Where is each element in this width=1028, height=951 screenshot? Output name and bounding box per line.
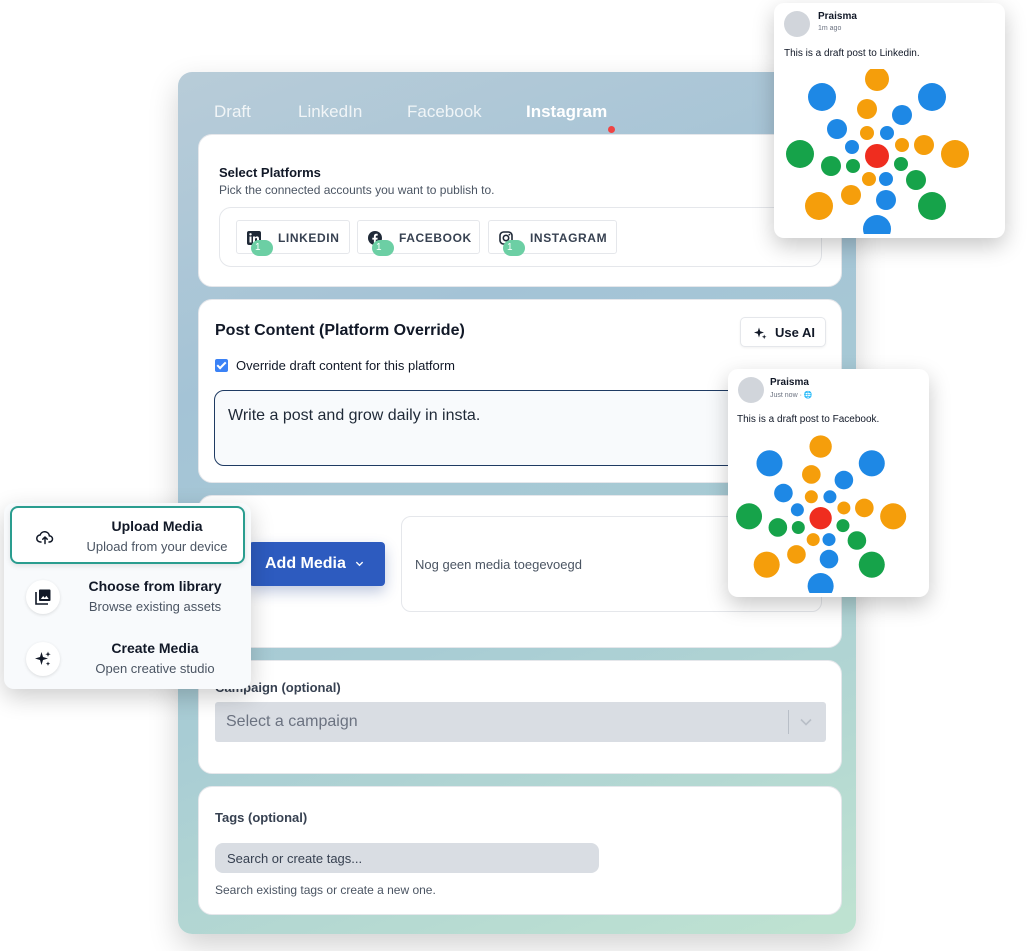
campaign-placeholder: Select a campaign xyxy=(226,713,358,730)
sparkles-icon xyxy=(754,327,767,340)
menu-icon-wrap xyxy=(26,642,60,676)
platform-chip-instagram[interactable]: INSTAGRAM 1 xyxy=(488,220,617,256)
media-empty-text: Nog geen media toegevoegd xyxy=(415,557,582,572)
tab-instagram[interactable]: Instagram xyxy=(526,102,608,121)
tags-help-text: Search existing tags or create a new one… xyxy=(215,883,436,897)
platform-chip-facebook[interactable]: FACEBOOK 1 xyxy=(357,220,480,256)
unsaved-indicator xyxy=(608,126,615,133)
menu-item-title: Upload Media xyxy=(111,518,203,534)
menu-item-title: Choose from library xyxy=(88,578,222,594)
avatar xyxy=(784,11,810,37)
menu-item-subtitle: Upload from your device xyxy=(86,539,228,554)
add-media-label: Add Media xyxy=(265,555,346,572)
preview-text: This is a draft post to Linkedin. xyxy=(784,48,920,59)
preview-timestamp: 1m ago xyxy=(818,25,842,32)
linkedin-preview-card: Praisma 1m ago This is a draft post to L… xyxy=(774,3,1005,238)
chevron-down-icon xyxy=(800,718,812,726)
platform-picker: LINKEDIN 1 FACEBOOK 1 INSTAGRAM 1 xyxy=(219,207,822,267)
platform-chip-label: FACEBOOK xyxy=(399,231,472,245)
account-count-badge: 1 xyxy=(251,240,273,256)
tab-facebook[interactable]: Facebook xyxy=(407,102,482,121)
image-library-icon xyxy=(35,589,51,605)
platform-chip-label: INSTAGRAM xyxy=(530,231,608,245)
platform-tabs: Draft LinkedIn Facebook Instagram xyxy=(178,102,856,133)
section-title: Post Content (Platform Override) xyxy=(215,322,465,339)
menu-item-upload-media[interactable]: Upload Media Upload from your device xyxy=(10,506,245,564)
use-ai-label: Use AI xyxy=(775,325,815,340)
tags-card: Tags (optional) Search or create tags...… xyxy=(198,786,842,915)
use-ai-button[interactable]: Use AI xyxy=(740,317,826,347)
platform-chip-label: LINKEDIN xyxy=(278,231,340,245)
preview-artwork xyxy=(736,435,907,593)
tags-placeholder: Search or create tags... xyxy=(227,851,363,866)
menu-icon-wrap xyxy=(28,520,62,554)
preview-artwork xyxy=(786,69,969,234)
account-count-badge: 1 xyxy=(503,240,525,256)
cloud-upload-icon xyxy=(36,531,54,545)
tags-label: Tags (optional) xyxy=(215,810,308,825)
menu-icon-wrap xyxy=(26,580,60,614)
select-platforms-card: Select Platforms Pick the connected acco… xyxy=(198,134,842,287)
tab-linkedin[interactable]: LinkedIn xyxy=(298,102,363,121)
sparkles-icon xyxy=(35,651,51,666)
menu-item-subtitle: Browse existing assets xyxy=(88,599,222,614)
platform-chip-linkedin[interactable]: LINKEDIN 1 xyxy=(236,220,350,256)
override-checkbox[interactable] xyxy=(215,359,228,372)
select-divider xyxy=(788,710,789,734)
preview-author: Praisma xyxy=(818,11,857,22)
override-label: Override draft content for this platform xyxy=(236,358,455,373)
facebook-preview-card: Praisma Just now · 🌐 This is a draft pos… xyxy=(728,369,929,597)
menu-item-choose-library[interactable]: Choose from library Browse existing asse… xyxy=(10,568,245,626)
tab-draft[interactable]: Draft xyxy=(214,102,251,121)
tags-input[interactable]: Search or create tags... xyxy=(215,843,599,873)
menu-item-subtitle: Open creative studio xyxy=(95,661,215,676)
section-title: Select Platforms xyxy=(219,165,321,180)
preview-timestamp: Just now · 🌐 xyxy=(770,392,813,399)
preview-text: This is a draft post to Facebook. xyxy=(737,414,880,425)
campaign-select[interactable]: Select a campaign xyxy=(215,702,826,742)
campaign-card: Campaign (optional) Select a campaign xyxy=(198,660,842,774)
preview-author: Praisma xyxy=(770,377,809,388)
menu-item-title: Create Media xyxy=(111,640,199,656)
account-count-badge: 1 xyxy=(372,240,394,256)
avatar xyxy=(738,377,764,403)
add-media-button[interactable]: Add Media xyxy=(249,542,385,586)
chevron-down-icon xyxy=(355,561,364,567)
section-subtitle: Pick the connected accounts you want to … xyxy=(219,183,495,197)
menu-item-create-media[interactable]: Create Media Open creative studio xyxy=(10,630,245,688)
add-media-menu: Upload Media Upload from your device Cho… xyxy=(4,503,251,689)
